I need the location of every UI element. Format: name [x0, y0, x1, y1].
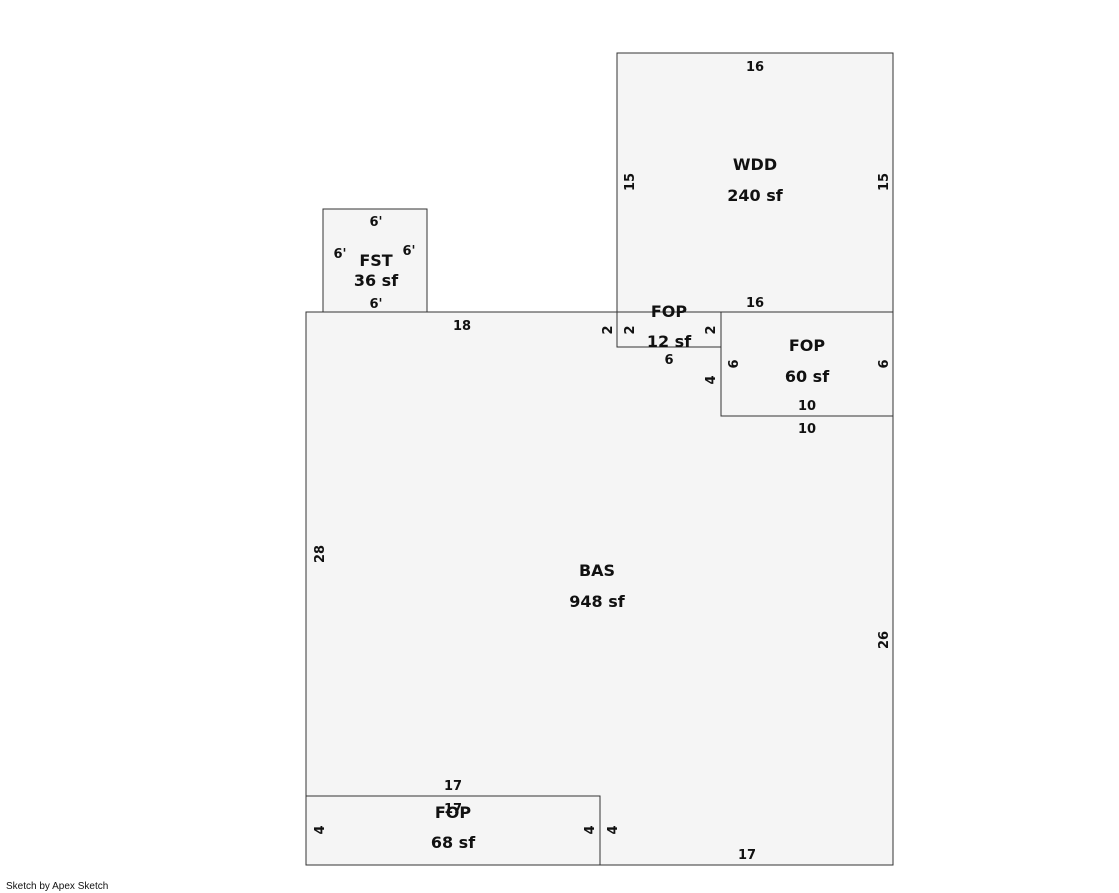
fst-dim-top: 6' [369, 215, 382, 230]
fop-60-area: 60 sf [785, 367, 830, 386]
wdd-dim-bottom: 16 [746, 296, 764, 311]
wdd-dim-top: 16 [746, 60, 764, 75]
fop-12-dim-outer-left: 2 [601, 325, 616, 334]
bas-dim-notch-h: 10 [798, 422, 816, 437]
fop-60-dim-left: 6 [727, 359, 742, 368]
fop-68-code: FOP [435, 803, 472, 822]
fop-68-area: 68 sf [431, 833, 476, 852]
fst-dim-bottom: 6' [369, 297, 382, 312]
fop-60-dim-right: 6 [877, 359, 892, 368]
fop-12-dim-right: 2 [704, 325, 719, 334]
bas-dim-top: 18 [453, 319, 471, 334]
bas-code: BAS [579, 561, 615, 580]
fop-68-dim-top: 17 [444, 779, 462, 794]
fop-60-dim-bottom: 10 [798, 399, 816, 414]
wdd-area: 240 sf [727, 186, 783, 205]
bas-dim-bottom: 17 [738, 848, 756, 863]
bas-dim-right: 26 [877, 631, 892, 649]
fst-code: FST [359, 251, 392, 270]
wdd-dim-left: 15 [623, 173, 638, 191]
bas-area: 948 sf [569, 592, 625, 611]
fop-68-dim-top-inner: 17 [444, 802, 462, 817]
wdd-code: WDD [733, 155, 777, 174]
wdd-dim-right: 15 [877, 173, 892, 191]
fop-12-dim-bottom: 6 [664, 353, 673, 368]
bas-dim-notch-v: 4 [704, 375, 719, 384]
fop-68-dim-right: 4 [583, 825, 598, 834]
wdd-outline [616, 52, 894, 313]
fop-68-dim-right-outer: 4 [606, 825, 621, 834]
fst-dim-left: 6' [333, 247, 346, 262]
sketch-credit: Sketch by Apex Sketch [6, 881, 109, 892]
fop-12-dim-left: 2 [623, 325, 638, 334]
fop-12-outline [616, 311, 722, 348]
fst-outline [322, 208, 428, 313]
fop-60-outline [720, 311, 894, 417]
fop-12-code: FOP [651, 302, 688, 321]
bas-dim-left: 28 [313, 545, 328, 563]
fop-68-dim-left: 4 [313, 825, 328, 834]
fst-area: 36 sf [354, 271, 399, 290]
fop-12-area: 12 sf [647, 332, 692, 351]
fst-dim-right: 6' [402, 244, 415, 259]
fop-60-code: FOP [789, 336, 826, 355]
fop-68-outline [305, 795, 601, 866]
